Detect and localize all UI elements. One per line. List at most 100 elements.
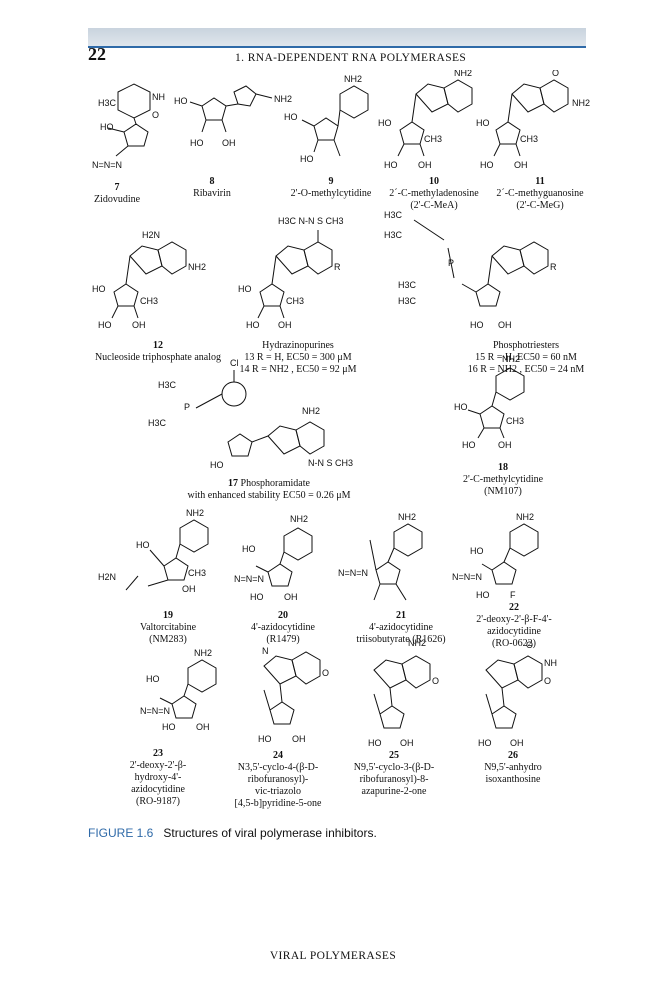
svg-text:H3C: H3C [398,296,417,306]
svg-text:OH: OH [292,734,306,744]
svg-text:OH: OH [132,320,146,330]
svg-text:N=N=N: N=N=N [92,160,122,170]
svg-text:HO: HO [210,460,224,470]
svg-text:HO: HO [480,160,494,170]
structure-9 [301,85,369,157]
svg-text:CH3: CH3 [140,296,158,306]
svg-text:CH3: CH3 [520,134,538,144]
svg-text:HO: HO [462,440,476,450]
structure-21 [369,523,423,601]
svg-text:NH2: NH2 [302,406,320,416]
svg-text:CH3: CH3 [188,568,206,578]
running-head: 1. RNA-DEPENDENT RNA POLYMERASES [235,52,467,64]
svg-text:O: O [544,676,551,686]
svg-text:NH2: NH2 [398,512,416,522]
svg-text:OH: OH [510,738,524,748]
svg-text:HO: HO [476,118,490,128]
svg-text:HO: HO [476,590,490,600]
svg-text:NH2: NH2 [274,94,292,104]
structure-17 [195,370,325,457]
svg-text:H2N: H2N [98,572,116,582]
svg-text:H3C: H3C [158,380,177,390]
svg-text:HO: HO [238,284,252,294]
structure-13-14 [257,230,333,319]
svg-text:HO: HO [136,540,150,550]
svg-text:CH3: CH3 [424,134,442,144]
svg-text:O: O [552,70,559,78]
svg-text:NH2: NH2 [344,74,362,84]
svg-text:O: O [432,676,439,686]
svg-text:R: R [334,262,341,272]
svg-text:OH: OH [514,160,528,170]
header-rule [88,46,586,48]
svg-text:OH: OH [278,320,292,330]
structure-22 [481,523,539,585]
structure-18 [467,367,525,439]
svg-text:R: R [550,262,557,272]
structure-23 [159,659,217,719]
svg-text:H3C: H3C [384,210,403,220]
svg-text:P: P [184,402,190,412]
svg-text:HO: HO [174,96,188,106]
svg-text:H3C: H3C [148,418,167,428]
structure-10 [397,79,473,157]
figure-tag: FIGURE 1.6 [88,826,154,840]
svg-text:HO: HO [246,320,260,330]
header-bar [88,28,586,46]
svg-text:HO: HO [92,284,106,294]
svg-text:OH: OH [196,722,210,732]
svg-text:H3C N-N S CH3: H3C N-N S CH3 [278,216,344,226]
svg-text:H3C: H3C [398,280,417,290]
svg-text:CH3: CH3 [286,296,304,306]
svg-text:O: O [526,640,533,650]
svg-text:Cl: Cl [230,358,239,368]
svg-text:N-N S CH3: N-N S CH3 [308,458,353,468]
svg-text:NH2: NH2 [290,514,308,524]
svg-text:N=N=N: N=N=N [140,706,170,716]
structure-12 [111,241,187,319]
structure-8 [189,85,273,133]
svg-text:HO: HO [162,722,176,732]
page-number: 22 [88,44,106,64]
structure-15-16 [413,219,549,307]
structure-24 [263,651,321,725]
svg-text:HO: HO [100,122,114,132]
structure-25 [373,655,431,729]
svg-text:OH: OH [400,738,414,748]
svg-text:OH: OH [498,320,512,330]
svg-text:F: F [510,590,516,600]
structure-20 [255,527,313,587]
svg-text:HO: HO [98,320,112,330]
svg-text:HO: HO [146,674,160,684]
svg-text:HO: HO [258,734,272,744]
structure-11 [493,79,569,157]
svg-text:P: P [448,258,454,268]
svg-text:OH: OH [498,440,512,450]
svg-text:NH2: NH2 [186,508,204,518]
svg-text:HO: HO [378,118,392,128]
svg-text:NH2: NH2 [516,512,534,522]
svg-text:HO: HO [190,138,204,148]
svg-text:NH2: NH2 [408,638,426,648]
svg-text:OH: OH [284,592,298,602]
svg-text:NH2: NH2 [502,354,520,364]
svg-text:HO: HO [242,544,256,554]
svg-text:HO: HO [478,738,492,748]
svg-text:HO: HO [250,592,264,602]
svg-text:O: O [322,668,329,678]
